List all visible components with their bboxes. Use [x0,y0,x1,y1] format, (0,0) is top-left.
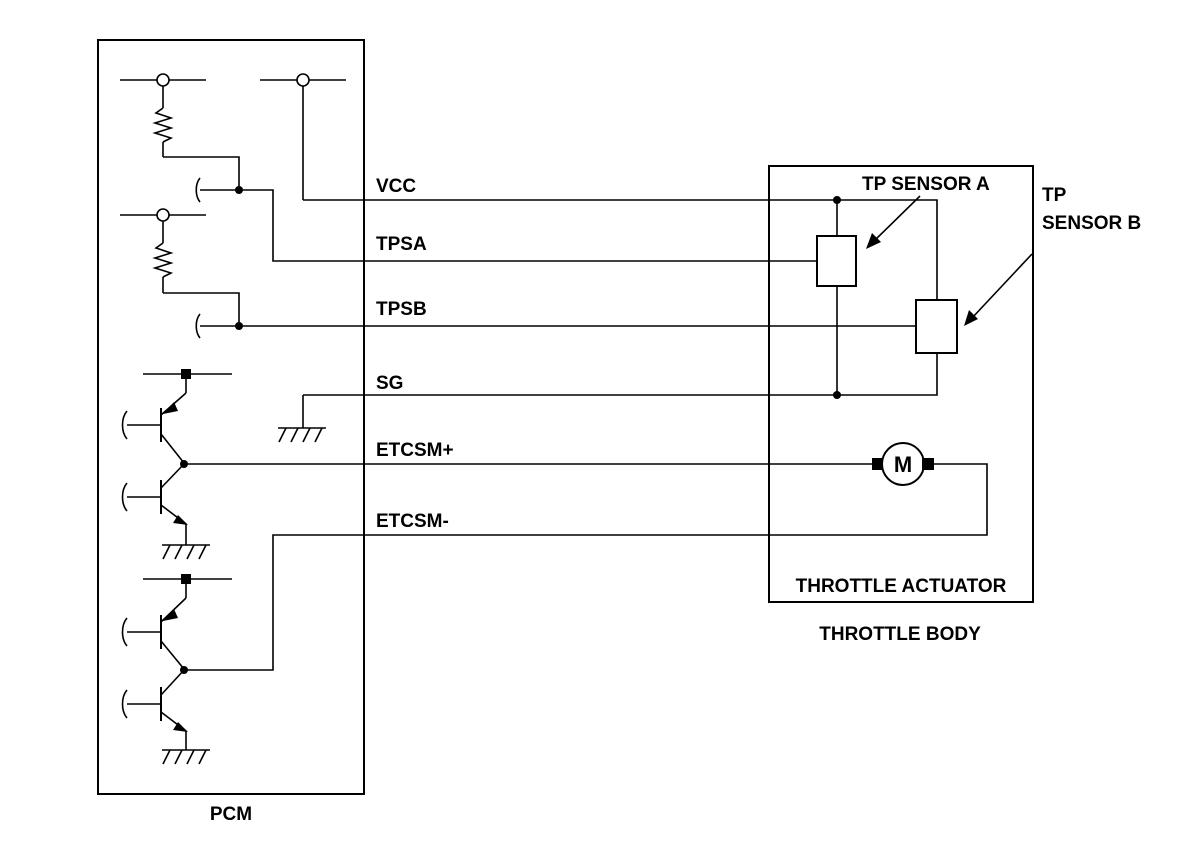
throttle-actuator-label: THROTTLE ACTUATOR [796,576,1007,597]
wire-vcc [303,199,938,300]
arrow-icon [866,195,921,249]
pcm-label: PCM [210,804,252,825]
wire-label-tpsb: TPSB [376,299,427,320]
wire-label-etcsm-plus: ETCSM+ [376,440,454,461]
sg-ground-icon [278,395,326,443]
tp-sensor-b-label-line2: SENSOR B [1042,213,1141,234]
wire-etcsm-minus [184,463,988,671]
resistor-icon [152,242,174,278]
throttle-actuator-box [768,165,1034,603]
wire-label-etcsm-minus: ETCSM- [376,511,449,532]
tpsb-pullup-circuit [120,208,243,339]
throttle-body-label: THROTTLE BODY [819,624,981,645]
wire-label-vcc: VCC [376,176,416,197]
motor-driver-lower [121,574,232,765]
motor-driver-upper [121,369,232,560]
resistor-icon [152,107,174,143]
pcm-box [97,39,365,795]
motor-symbol: M [894,452,912,477]
tp-sensor-b-label-line1: TP [1042,185,1067,206]
tp-sensor-a [816,196,857,399]
wire-tpsa [239,189,817,262]
tpsa-pullup-circuit [120,73,243,203]
wire-sg [303,353,938,396]
arrow-icon [964,253,1033,326]
vcc-source-node [260,73,346,200]
tp-sensor-b [915,299,958,354]
tp-sensor-a-label: TP SENSOR A [862,174,990,195]
wire-label-tpsa: TPSA [376,234,427,255]
motor-icon: M [872,442,934,486]
wire-label-sg: SG [376,373,403,394]
